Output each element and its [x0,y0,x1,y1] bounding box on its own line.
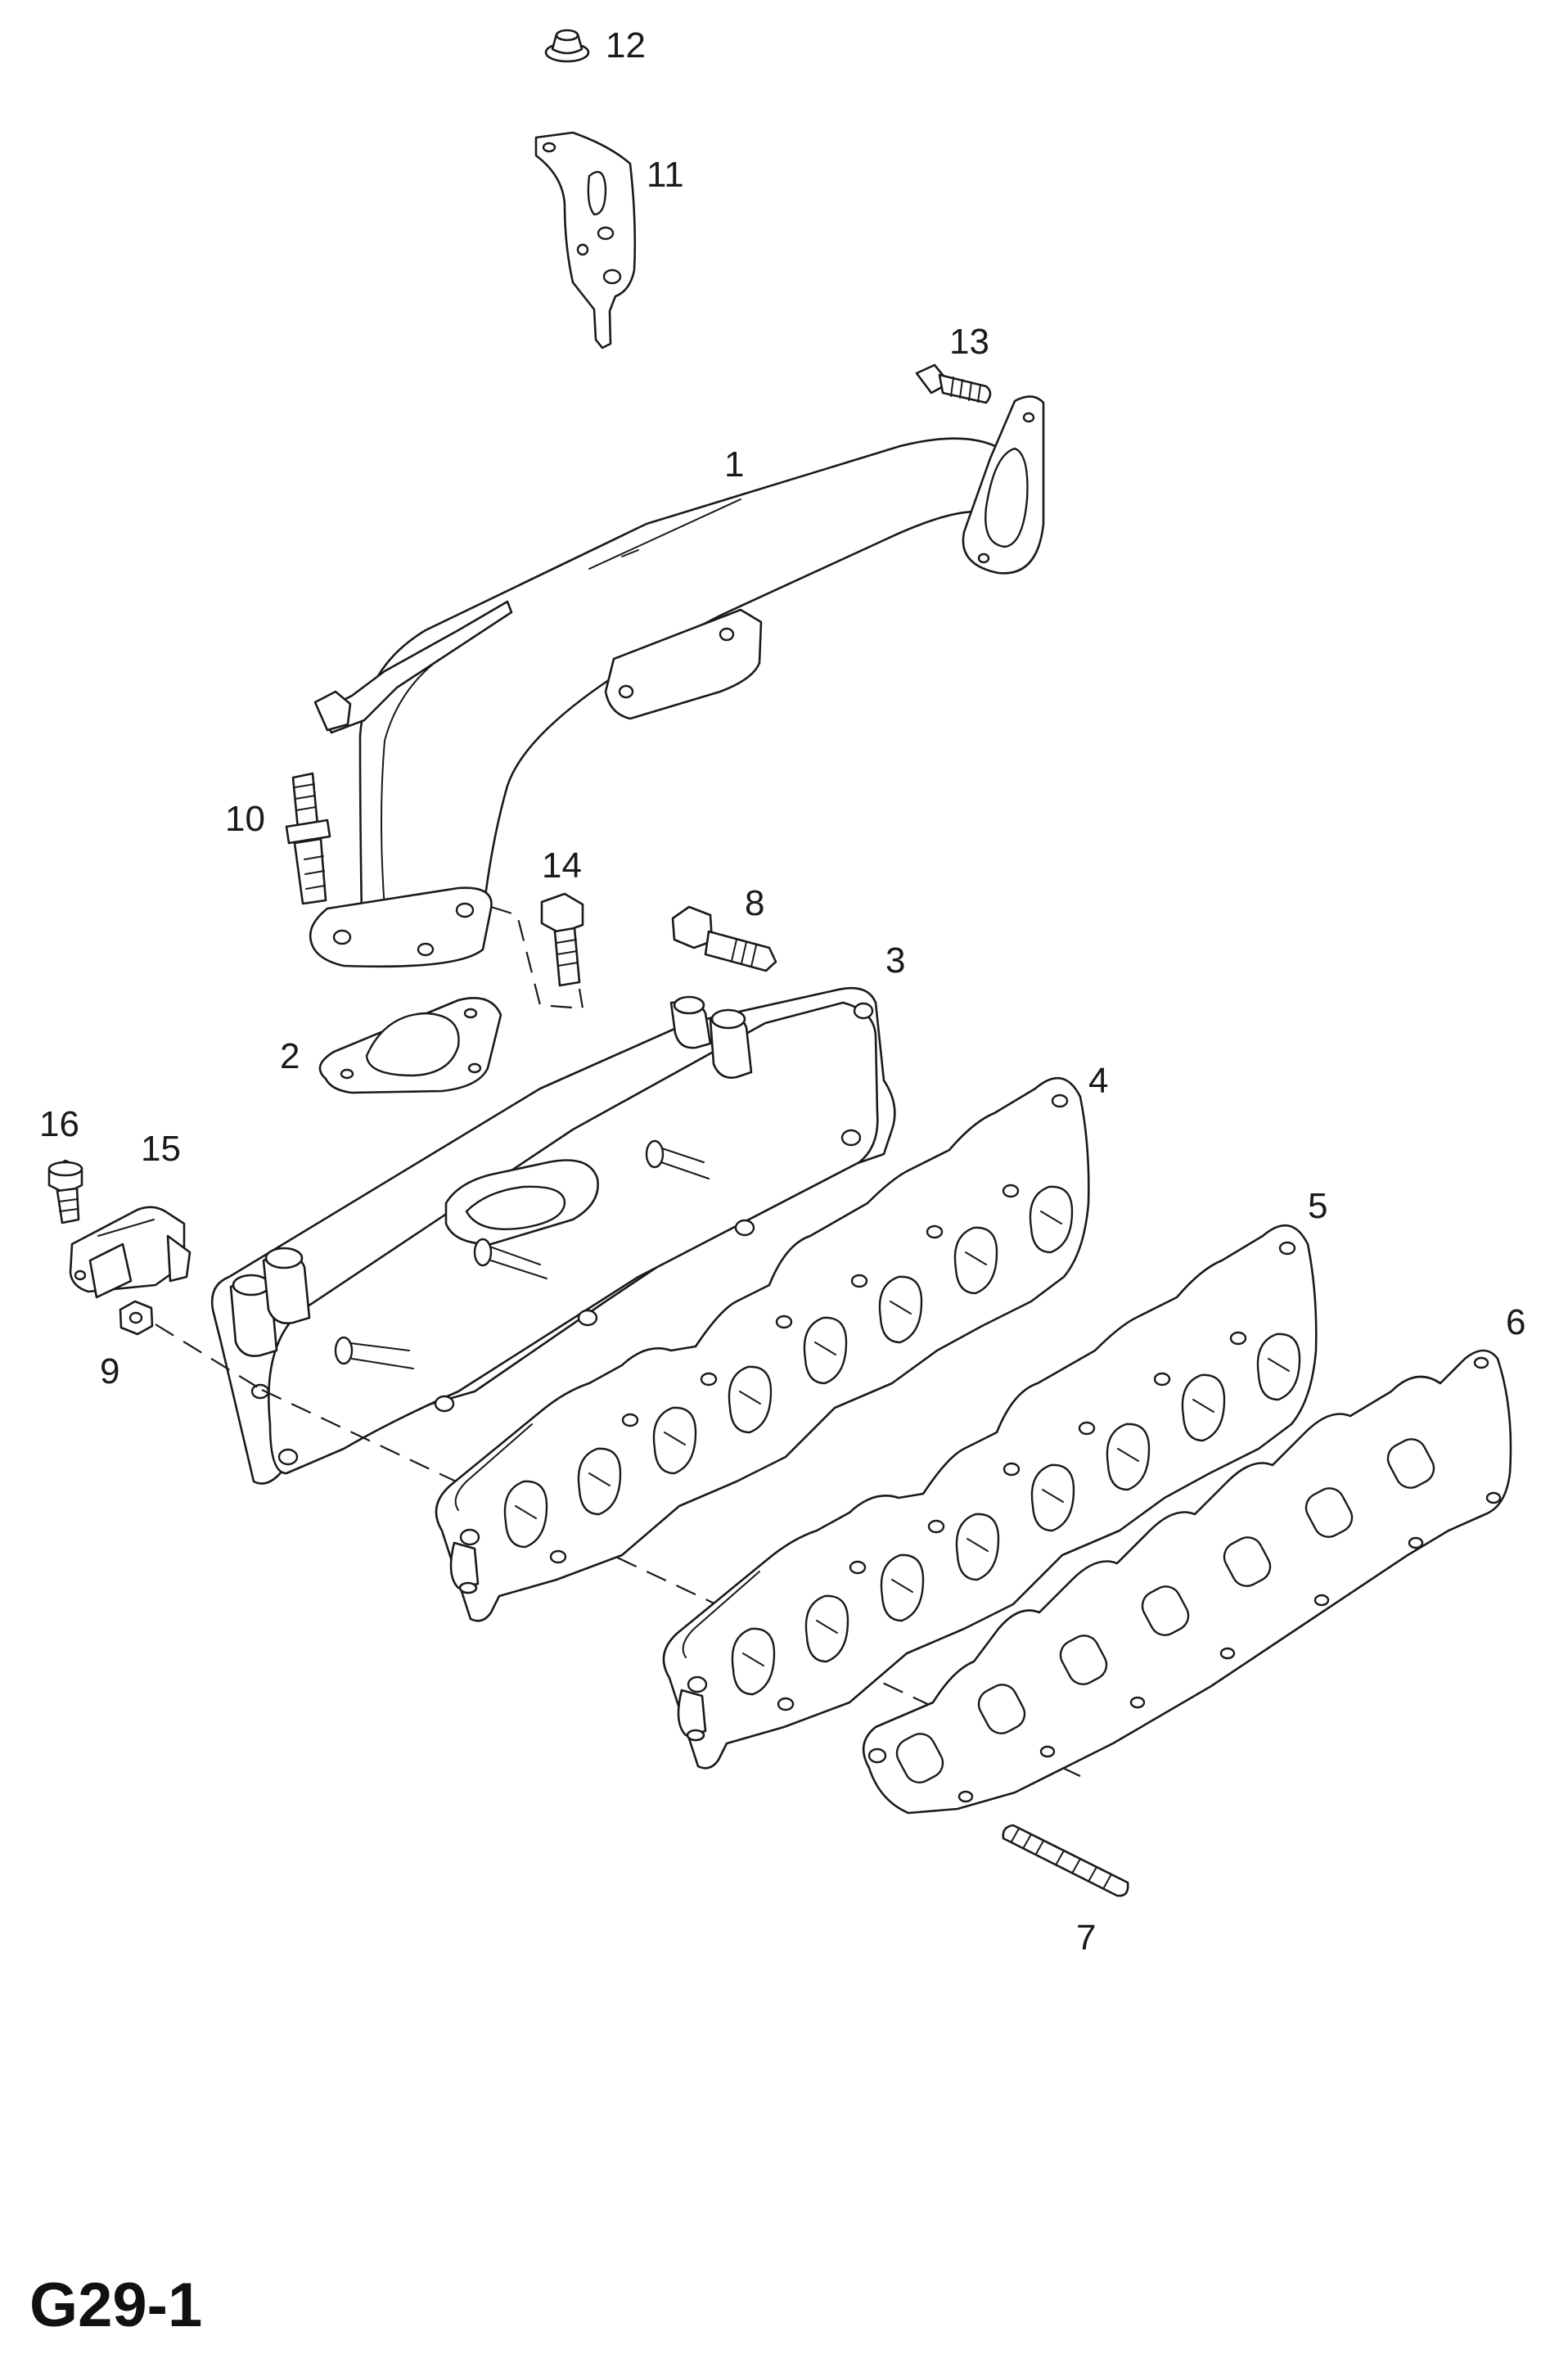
alignment-dashed-line-9 [155,1324,263,1391]
bolt-part-13 [915,363,992,404]
pressure-sensor-part-15 [69,1206,191,1299]
outer-gasket-part-6 [862,1349,1512,1815]
bolt-part-14 [540,892,584,987]
manifold-gasket-part-4 [435,1076,1090,1622]
gasket-4-ports [503,1185,1074,1549]
gasket-6-ports [895,1438,1435,1784]
manifold-gasket-part-5 [662,1224,1318,1770]
callout-15: 15 [141,1129,181,1169]
exhaust-manifold-part-3 [210,986,896,1485]
nut-part-9 [119,1300,154,1336]
callout-11: 11 [647,155,684,195]
callout-16: 16 [39,1104,79,1144]
callout-labels: 12 11 13 1 10 14 8 3 2 4 16 15 5 9 6 7 [39,25,1525,1958]
bolt-part-16 [47,1159,83,1224]
callout-1: 1 [724,444,744,485]
diagram-code: G29-1 [29,2271,202,2340]
callout-10: 10 [225,799,265,839]
callout-4: 4 [1088,1061,1108,1101]
gasket-5-ports [731,1333,1301,1696]
callout-3: 3 [885,940,905,981]
exhaust-pipe-part-1 [309,395,1045,968]
callout-12: 12 [606,25,646,65]
callout-6: 6 [1506,1302,1525,1342]
callout-13: 13 [949,322,989,362]
callout-8: 8 [745,883,764,923]
callout-14: 14 [542,846,582,886]
stud-part-7 [1002,1824,1129,1897]
alignment-dashed-line-14 [490,905,584,1010]
flange-nut-part-12 [544,29,590,63]
callout-5: 5 [1308,1186,1327,1226]
callout-9: 9 [100,1351,119,1391]
callout-7: 7 [1076,1918,1096,1958]
callout-2: 2 [280,1036,300,1076]
stud-part-10 [285,772,331,905]
flange-gasket-part-2 [318,997,502,1094]
bracket-part-11 [534,131,637,349]
bolt-part-8 [671,905,777,972]
